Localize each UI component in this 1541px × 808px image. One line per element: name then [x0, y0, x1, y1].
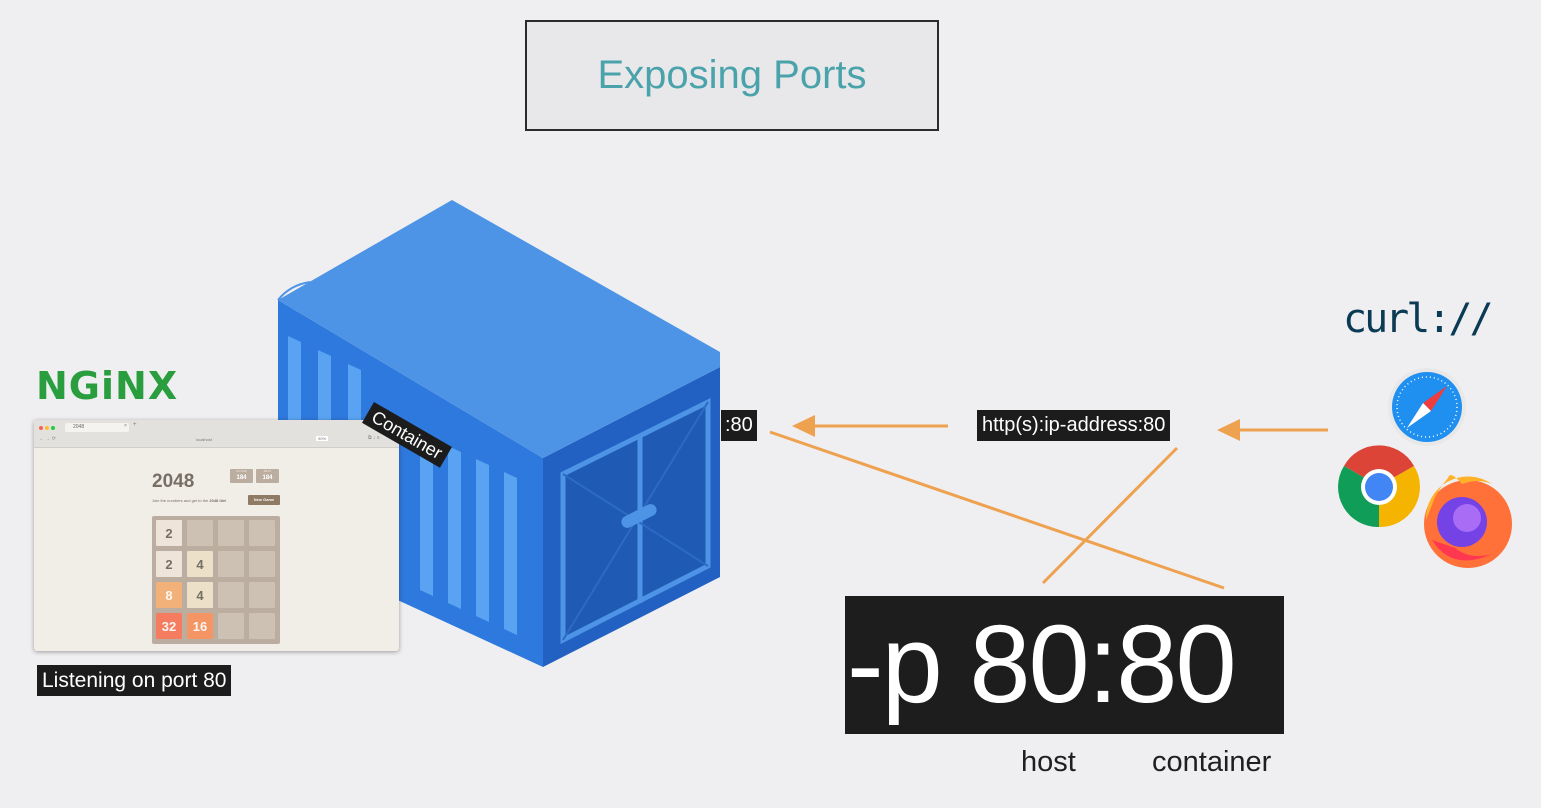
game-title: 2048 — [152, 471, 195, 492]
title-box: Exposing Ports — [525, 20, 939, 131]
curl-logo: curl:// — [1343, 296, 1494, 342]
arrow-to-http-label — [1217, 419, 1328, 441]
nav-arrows-icon[interactable]: ← → ⟳ — [39, 436, 56, 442]
port-command: -p 80:80 — [847, 603, 1237, 726]
score-label: SCORE — [236, 469, 247, 473]
intro-bold: 2048 tile! — [209, 498, 227, 503]
minimize-dot-icon — [45, 426, 49, 430]
game-tile-empty — [249, 551, 275, 577]
address-bar[interactable]: localhost — [94, 437, 314, 443]
game-tile: 8 — [156, 582, 182, 608]
close-dot-icon — [39, 426, 43, 430]
browser-tab[interactable]: 2048 — [65, 423, 129, 432]
game-tile-empty — [218, 551, 244, 577]
game-tile: 2 — [156, 520, 182, 546]
browser-chrome: 2048 × + ← → ⟳ localhost 90% ⧉ ↓ ≡ — [34, 420, 399, 448]
host-port-mapping-line — [1041, 446, 1179, 585]
page-title: Exposing Ports — [597, 53, 867, 97]
game-tile-empty — [249, 520, 275, 546]
best-value: 184 — [262, 475, 273, 481]
http-address-label: http(s):ip-address:80 — [977, 410, 1171, 441]
game-tile: 16 — [187, 613, 213, 639]
game-tile-empty — [218, 582, 244, 608]
arrow-to-container-port — [792, 415, 948, 437]
close-tab-icon[interactable]: × — [124, 423, 127, 429]
browser-toolbar-icons[interactable]: ⧉ ↓ ≡ — [368, 435, 380, 441]
listening-label: Listening on port 80 — [37, 665, 232, 696]
best-label: BEST — [263, 469, 272, 473]
firefox-icon — [1424, 475, 1512, 568]
nginx-logo: NGiNX — [36, 364, 179, 408]
game-tile-empty — [249, 582, 275, 608]
zoom-level: 90% — [316, 436, 329, 441]
game-tile: 32 — [156, 613, 182, 639]
game-tile-empty — [218, 613, 244, 639]
new-game-button[interactable]: New Game — [248, 495, 280, 505]
safari-icon — [1388, 368, 1466, 446]
container-caption: container — [1152, 746, 1272, 778]
port-command-box: -p 80:80 — [845, 596, 1284, 734]
chrome-icon — [1338, 445, 1420, 528]
intro-text: Join the numbers and get to the — [152, 498, 210, 503]
score-value: 184 — [236, 475, 247, 481]
address-bar-url: localhost — [196, 437, 212, 442]
container-port-mapping-line — [769, 430, 1225, 590]
game-tile-empty — [218, 520, 244, 546]
game-tile-empty — [249, 613, 275, 639]
game-tile: 4 — [187, 582, 213, 608]
game-tile-empty — [187, 520, 213, 546]
browser-window: 2048 × + ← → ⟳ localhost 90% ⧉ ↓ ≡ 2048 … — [34, 420, 399, 651]
score-box: SCORE 184 — [230, 469, 253, 483]
game-tile: 4 — [187, 551, 213, 577]
game-intro: Join the numbers and get to the 2048 til… — [152, 498, 227, 503]
best-box: BEST 184 — [256, 469, 279, 483]
maximize-dot-icon — [51, 426, 55, 430]
host-label: host — [1021, 746, 1076, 778]
new-tab-icon[interactable]: + — [133, 422, 137, 428]
browser-tab-title: 2048 — [73, 424, 85, 430]
container-port-label: :80 — [721, 410, 757, 441]
game-tile: 2 — [156, 551, 182, 577]
